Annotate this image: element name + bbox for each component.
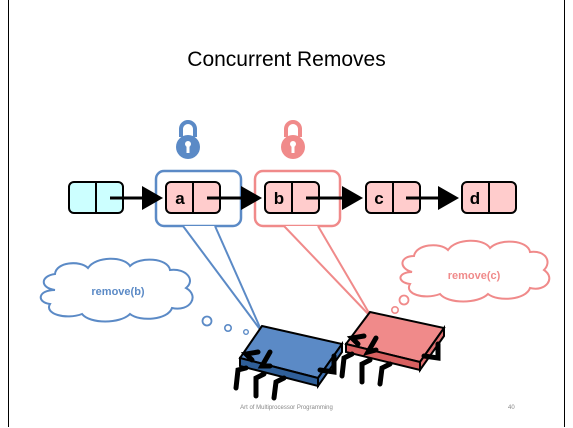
page-number: 40 xyxy=(508,405,515,411)
slide-footer: Art of Multiprocessor Programming xyxy=(240,405,333,411)
blue-thread-bug xyxy=(233,324,344,401)
slide-title: Concurrent Removes xyxy=(187,48,386,71)
lock-icon xyxy=(281,120,305,159)
lock-icon xyxy=(176,120,200,159)
node-key: c xyxy=(374,189,383,208)
thought-call-text: remove(c) xyxy=(448,270,501,282)
red-thought-cloud: remove(c) xyxy=(383,239,551,322)
list-node-d: d xyxy=(461,181,517,214)
node-key: a xyxy=(175,189,185,208)
red-thread-bug xyxy=(339,310,446,387)
node-key: d xyxy=(470,189,480,208)
red-pointer xyxy=(283,225,373,319)
blue-thought-cloud: remove(b) xyxy=(39,257,249,336)
thought-call-text: remove(b) xyxy=(91,286,145,298)
node-key: b xyxy=(274,189,284,208)
blue-pointer xyxy=(182,225,263,333)
